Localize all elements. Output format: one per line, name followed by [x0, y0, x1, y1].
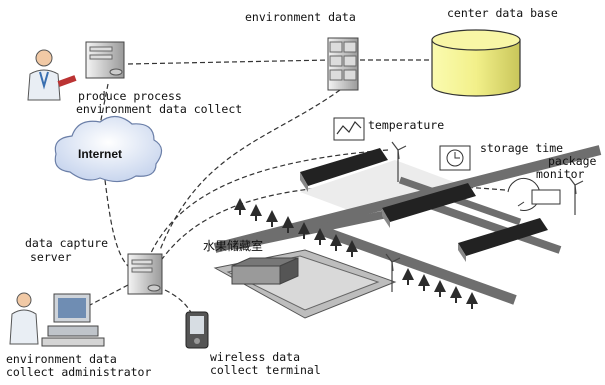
label-admin-line1: environment data — [6, 352, 117, 366]
link-produce-to-envdata — [127, 59, 331, 65]
link-cloud-to-server — [104, 179, 131, 269]
label-temperature: temperature — [368, 118, 445, 132]
tree-icon — [282, 216, 294, 233]
label-wireless-line2: collect terminal — [210, 363, 321, 377]
server-icon — [127, 253, 163, 295]
warehouse-icon — [300, 148, 388, 192]
label-center-data-base: center data base — [447, 6, 558, 20]
tree-icon — [298, 222, 310, 239]
tree-icon — [434, 280, 446, 297]
cloud-icon — [54, 115, 163, 183]
link-storage-to-server — [159, 184, 506, 263]
server-icon — [327, 37, 359, 91]
label-environment-data-collect: environment data collect — [76, 102, 243, 116]
label-package: package — [548, 154, 597, 168]
temperature-chart-icon — [333, 117, 365, 141]
label-storage-time: storage time — [480, 141, 564, 155]
wind-turbine-icon — [385, 253, 401, 292]
label-monitor: monitor — [536, 167, 585, 181]
tree-icon — [466, 292, 478, 309]
label-data-capture: data capture — [25, 236, 109, 250]
label-admin-line2: collect administrator — [6, 365, 152, 379]
tree-row — [234, 198, 478, 309]
wind-turbine-icon — [568, 176, 584, 215]
link-envdata-to-server — [159, 89, 341, 251]
tree-icon — [234, 198, 246, 215]
server-icon — [85, 41, 125, 79]
link-produce-to-cloud — [99, 83, 109, 126]
tree-icon — [314, 228, 326, 245]
wind-turbine-icon — [391, 141, 407, 182]
tree-icon — [250, 204, 262, 221]
tree-icon — [266, 210, 278, 227]
warehouse-icon — [458, 218, 548, 262]
fruit-storage-building — [213, 249, 397, 319]
pda-terminal-icon — [185, 311, 209, 349]
tree-icon — [450, 286, 462, 303]
doctor-person-icon — [27, 49, 77, 101]
label-internet: Internet — [78, 147, 123, 161]
clock-icon — [439, 145, 471, 171]
tree-icon — [402, 268, 414, 285]
tree-icon — [330, 234, 342, 251]
tree-icon — [418, 274, 430, 291]
warehouse-icon — [382, 183, 476, 228]
link-server-to-admin — [89, 284, 129, 306]
label-produce-process: produce process — [78, 89, 182, 103]
camera-icon — [507, 177, 561, 211]
label-wireless-line1: wireless data — [210, 350, 301, 364]
database-cylinder-icon — [431, 29, 521, 97]
tree-icon — [346, 240, 358, 257]
label-environment-data: environment data — [245, 10, 356, 24]
computer-workstation-icon — [41, 293, 105, 347]
label-server: server — [30, 250, 72, 264]
label-fruit-storage: 水果储藏室 — [203, 239, 264, 253]
doctor-person-icon — [9, 292, 39, 345]
